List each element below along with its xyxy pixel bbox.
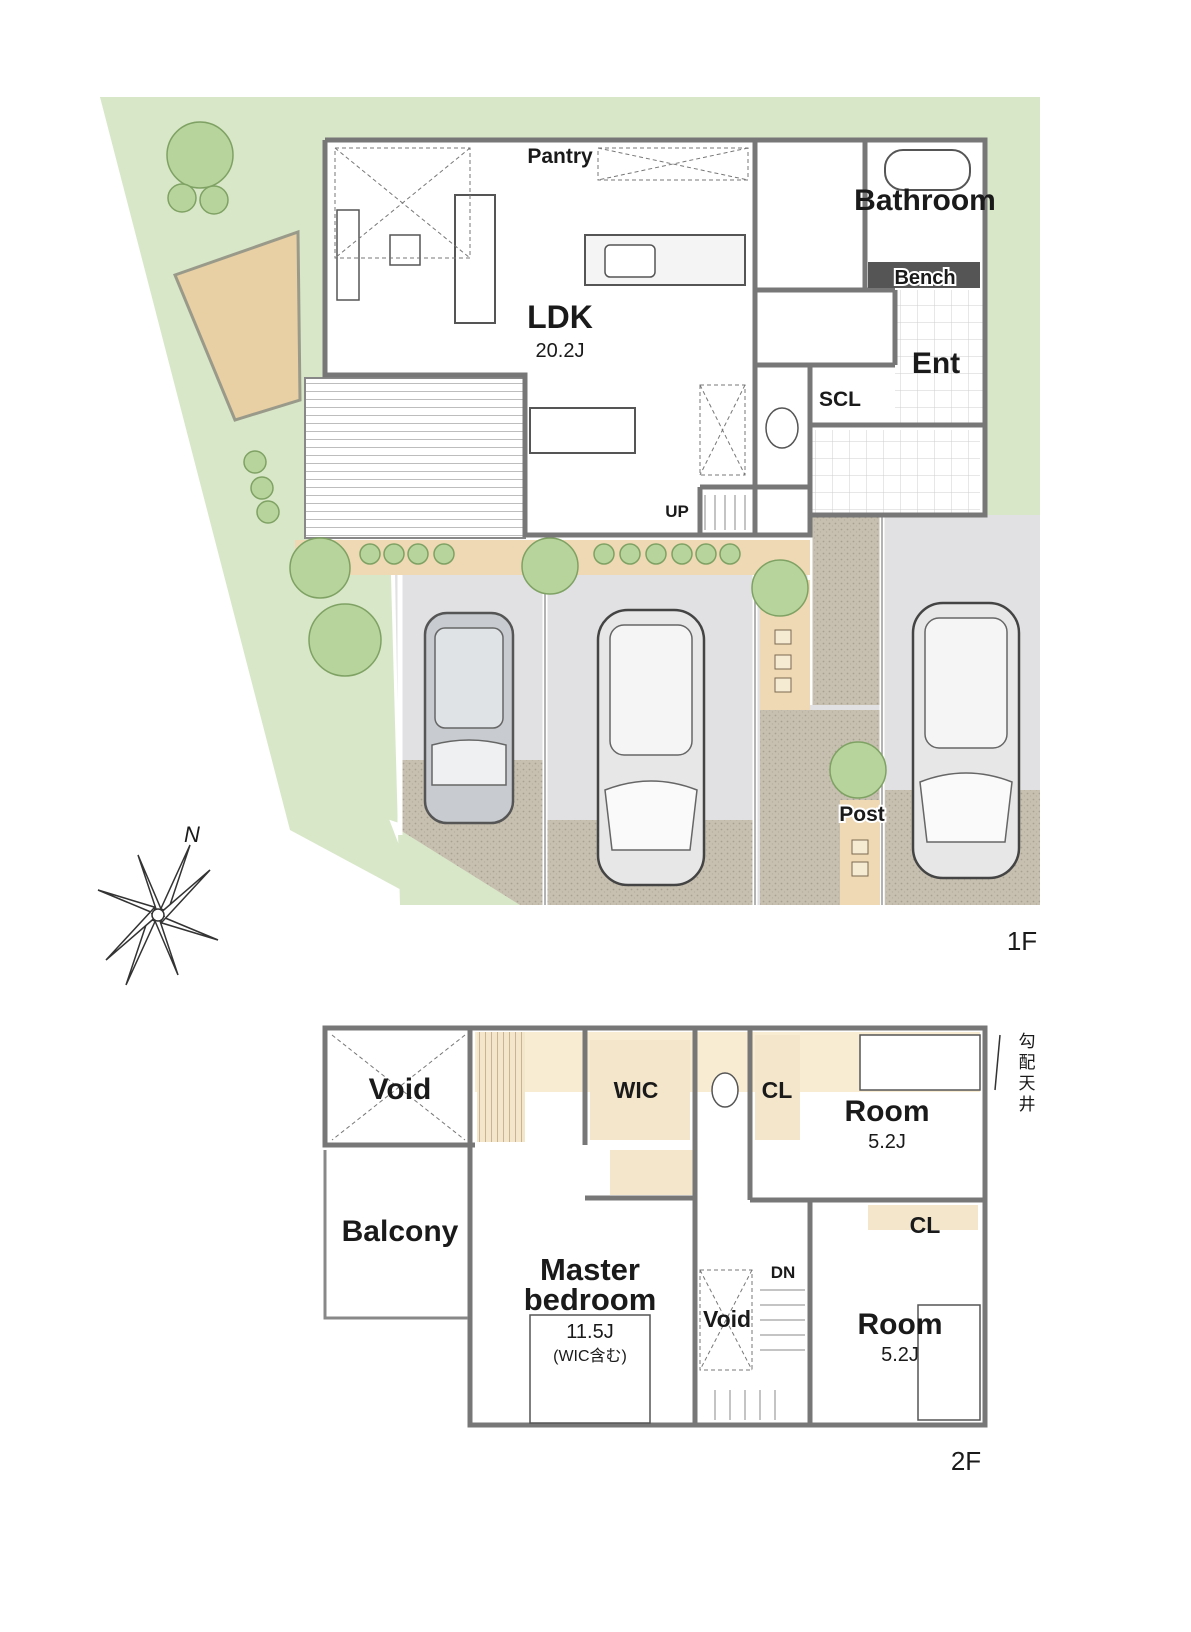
up-label: UP	[665, 502, 689, 521]
bench-label: Bench	[894, 267, 955, 289]
wic-label: WIC	[614, 1077, 659, 1103]
entrance-label: Ent	[912, 347, 960, 380]
void-top-label: Void	[369, 1073, 432, 1106]
house-1f	[322, 137, 988, 538]
ldk-label: LDK	[527, 299, 593, 335]
ldk-area: 20.2J	[536, 340, 585, 362]
garden-bed	[173, 229, 302, 422]
master-area: 11.5J	[566, 1321, 613, 1343]
room-top-area: 5.2J	[868, 1131, 906, 1153]
master-label-line2: bedroom	[524, 1282, 657, 1317]
svg-text:天: 天	[1019, 1074, 1036, 1093]
stepping-stones	[774, 629, 869, 877]
dn-label: DN	[771, 1263, 796, 1282]
ceiling-note: 勾 配 天 井	[1019, 1032, 1036, 1114]
void-stair-label: Void	[703, 1306, 751, 1332]
svg-text:井: 井	[1019, 1095, 1036, 1114]
room-bottom-label: Room	[858, 1308, 943, 1341]
car-icons	[423, 601, 1021, 887]
house-2f	[322, 1025, 1001, 1428]
post-label: Post	[839, 803, 885, 826]
tree-icons	[166, 121, 887, 799]
scl-label: SCL	[819, 388, 861, 411]
bathroom-label: Bathroom	[854, 184, 996, 217]
wood-deck	[304, 377, 526, 539]
cl-top-label: CL	[762, 1077, 793, 1103]
floor-2f-label: 2F	[951, 1446, 981, 1476]
room-top-label: Room	[845, 1095, 930, 1128]
master-label-line1: Master	[540, 1252, 640, 1287]
svg-text:勾: 勾	[1019, 1032, 1036, 1051]
north-label: N	[184, 822, 200, 847]
svg-text:配: 配	[1019, 1053, 1036, 1072]
master-note: (WIC含む)	[553, 1347, 627, 1365]
pantry-label: Pantry	[527, 145, 593, 168]
room-bottom-area: 5.2J	[881, 1344, 919, 1366]
cl-right-label: CL	[910, 1212, 941, 1238]
compass-icon: N	[97, 822, 219, 986]
floor-1f-label: 1F	[1007, 926, 1037, 956]
balcony-label: Balcony	[342, 1215, 459, 1248]
